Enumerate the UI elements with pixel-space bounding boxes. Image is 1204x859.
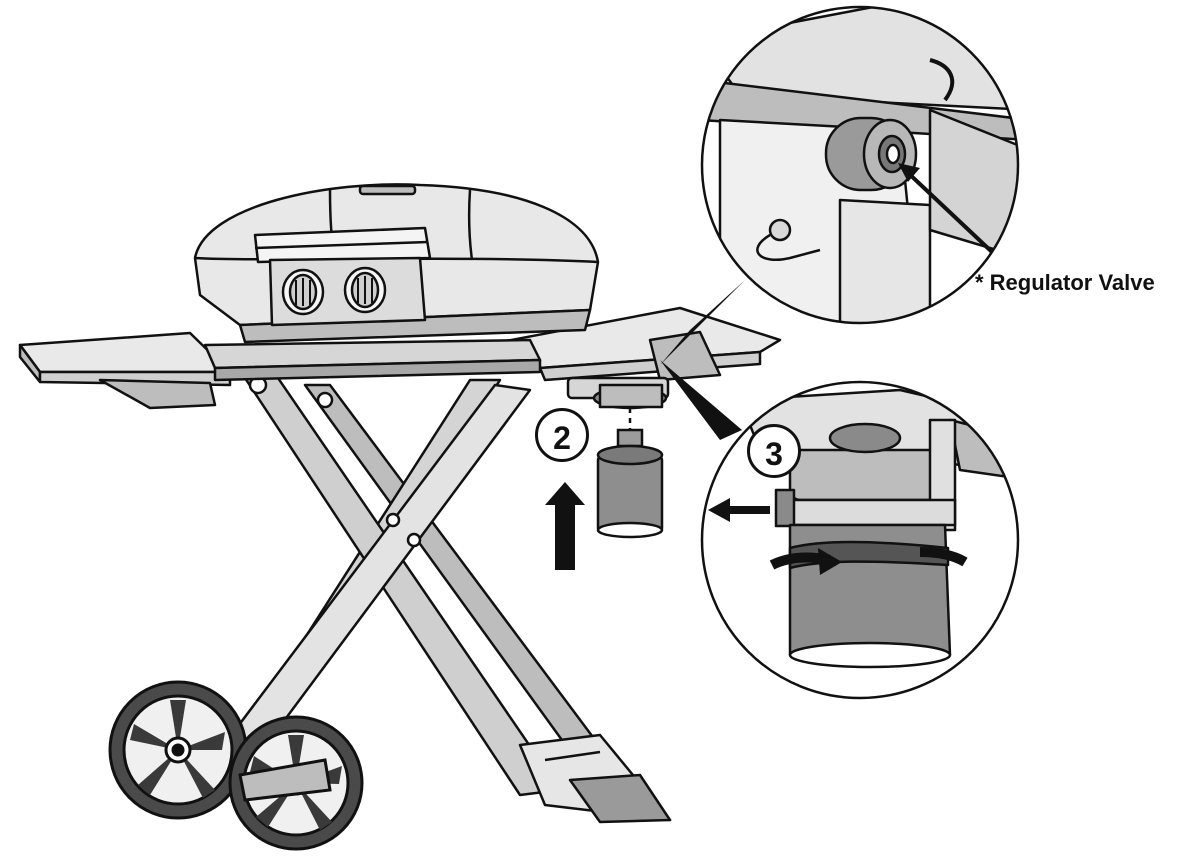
- insert-up-arrow-icon: [545, 482, 585, 570]
- regulator-valve-label: * Regulator Valve: [975, 270, 1155, 295]
- leg-feet: [518, 733, 672, 824]
- regulator-mount: [566, 376, 670, 410]
- callout-pointers: [660, 280, 745, 440]
- left-side-shelf: [18, 331, 232, 410]
- gas-canister: [596, 408, 664, 539]
- control-knob-right: [357, 276, 373, 304]
- step-3-marker: 3: [747, 424, 801, 478]
- control-knob-left: [295, 278, 311, 306]
- front-wheel: [228, 715, 364, 851]
- frame-bar: [203, 338, 542, 382]
- control-panel: [268, 256, 427, 327]
- canister-twist-detail-callout: [700, 380, 1020, 700]
- rear-wheel: [108, 680, 248, 820]
- step-2-marker: 2: [535, 408, 589, 462]
